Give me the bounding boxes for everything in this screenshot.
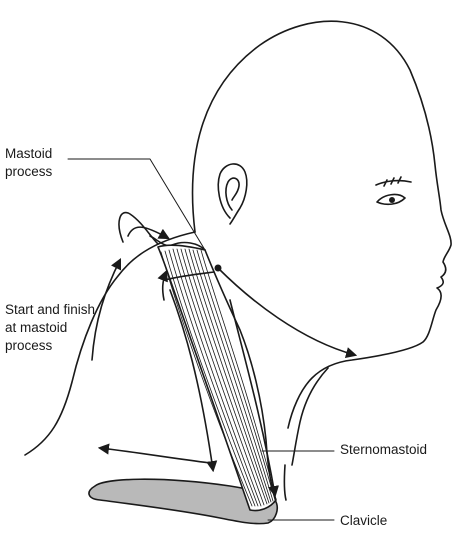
arrow-along-clavicle: [100, 448, 210, 463]
start-label-line-1: Start and finish: [5, 301, 95, 319]
ear-inner-fold: [226, 178, 239, 210]
eyebrow-hair-1: [384, 180, 387, 186]
eye-pupil: [389, 197, 395, 203]
ear-outline: [218, 164, 247, 224]
start-finish-label: Start and finish at mastoid process: [5, 301, 95, 355]
mastoid-process-label: Mastoid process: [5, 145, 52, 181]
leader-mastoid: [68, 159, 205, 250]
throat-contour: [292, 368, 328, 465]
mastoid-label-line-2: process: [5, 163, 52, 181]
start-label-line-2: at mastoid: [5, 319, 95, 337]
occipital-outline: [119, 213, 158, 244]
arrow-up-mastoid: [163, 272, 166, 300]
start-label-line-3: process: [5, 337, 95, 355]
eyebrow: [376, 181, 411, 185]
sternomastoid-label: Sternomastoid: [340, 441, 427, 459]
clavicle-label: Clavicle: [340, 512, 387, 530]
mastoid-label-line-1: Mastoid: [5, 145, 52, 163]
front-neck-lower: [284, 465, 286, 500]
